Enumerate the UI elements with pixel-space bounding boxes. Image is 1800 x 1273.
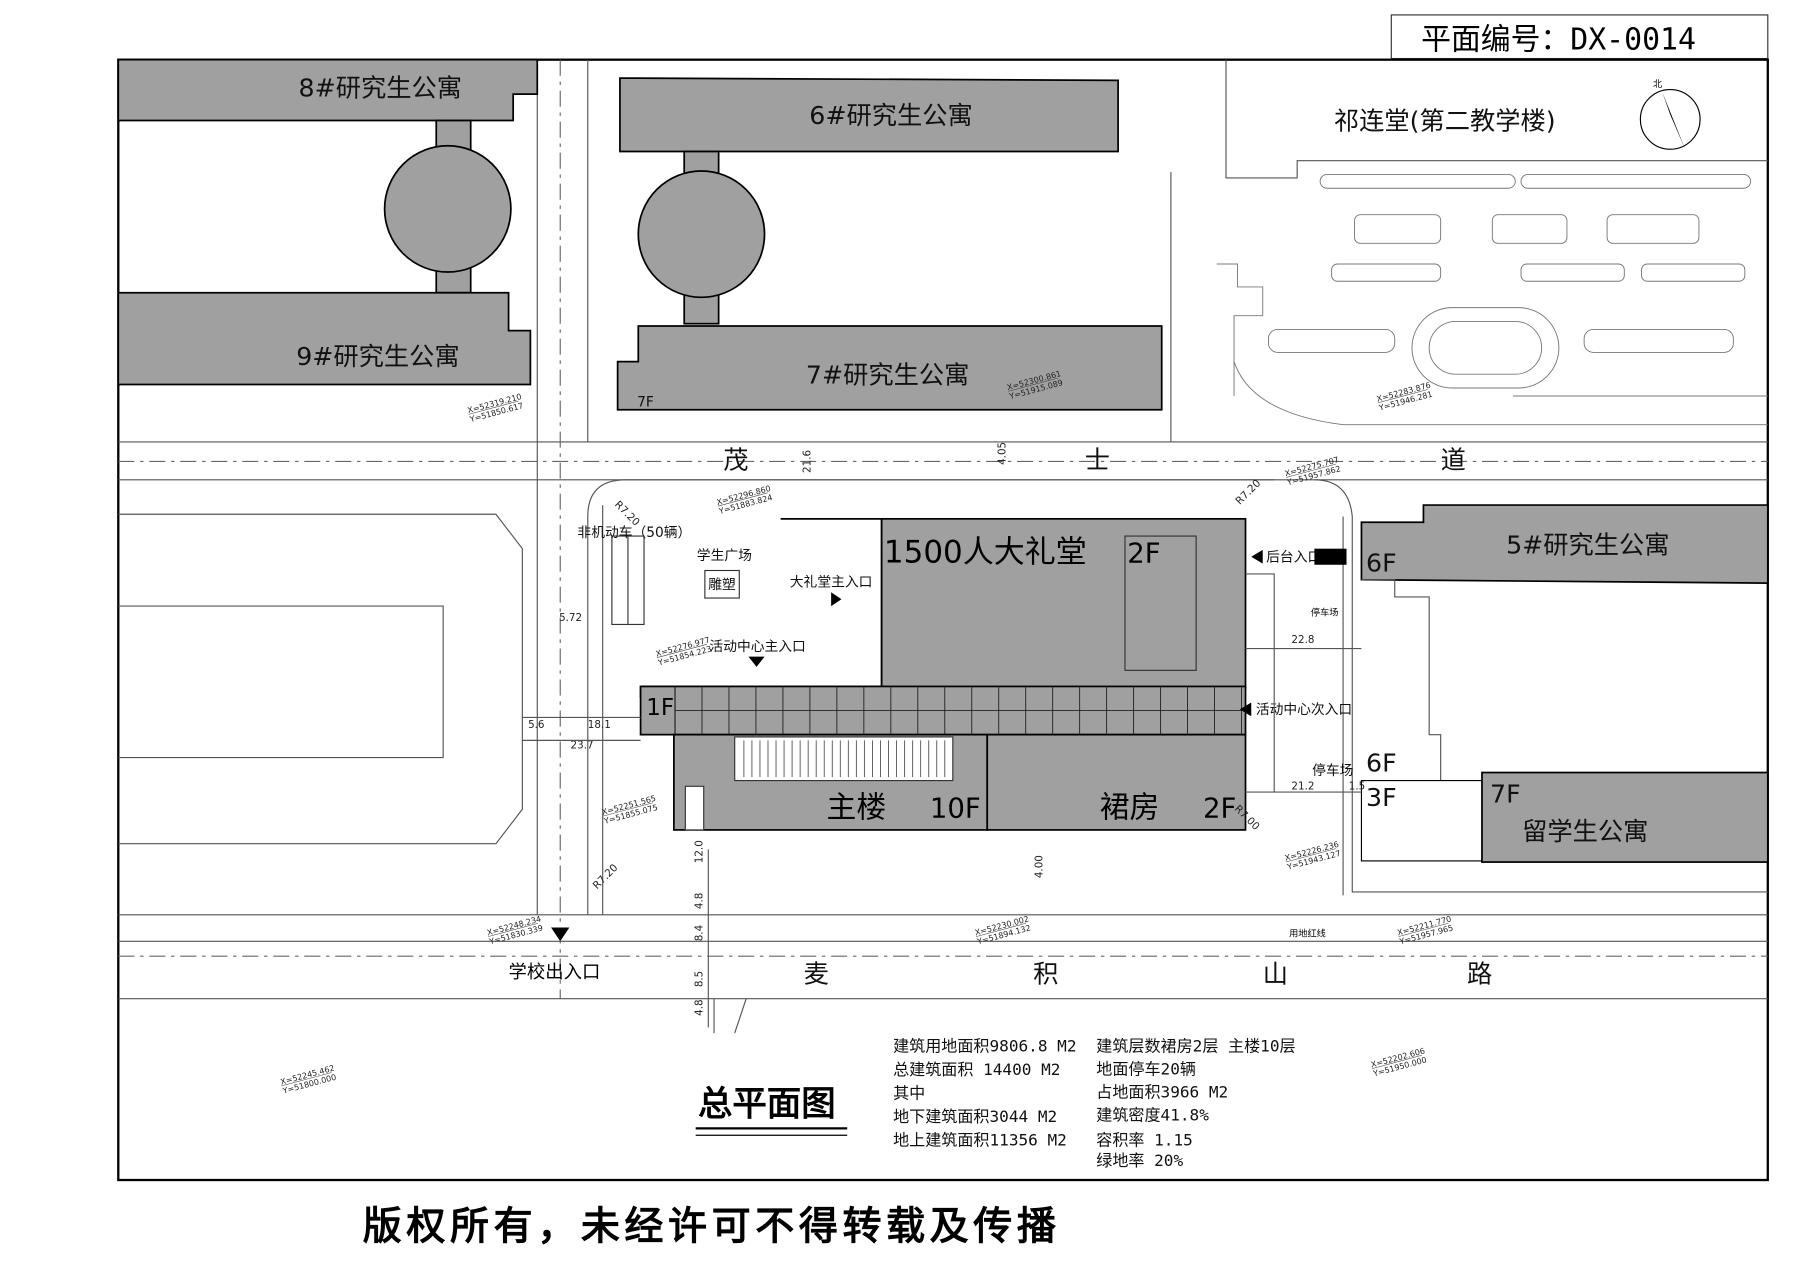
- qilian-building: [1225, 59, 1768, 179]
- center-side-arrow-icon: [1239, 702, 1252, 717]
- atrium-skylight: [734, 736, 954, 782]
- bike-label: 非机动车（50辆）: [577, 524, 691, 541]
- center-entry-arrow-icon: [748, 656, 765, 667]
- stat-line: 绿地率 20%: [1096, 1151, 1183, 1170]
- school-gate-label: 学校出入口: [509, 962, 601, 983]
- auditorium: [880, 517, 1247, 690]
- east-floors-3f: 3F: [1366, 783, 1397, 812]
- stat-line: 其中: [893, 1084, 925, 1103]
- svg-text:4.00: 4.00: [1033, 855, 1045, 878]
- sculpture-box: [704, 569, 740, 599]
- svg-text:8.4: 8.4: [694, 925, 706, 941]
- building-6: [619, 77, 1119, 153]
- stair: [684, 785, 705, 831]
- canopy-floors: 1F: [646, 695, 674, 721]
- svg-text:4.8: 4.8: [694, 893, 706, 909]
- back-entry-label: 后台入口: [1266, 549, 1321, 565]
- building-9: [117, 291, 532, 386]
- plaza-label: 学生广场: [697, 548, 752, 564]
- podium: [986, 733, 1247, 831]
- qilian-label: 祁连堂(第二教学楼): [1334, 107, 1556, 136]
- building-5-label: 5#研究生公寓: [1506, 530, 1669, 559]
- road-maoshi-2: 士: [1085, 445, 1110, 474]
- plan-number: 平面编号：DX-0014: [1421, 22, 1696, 57]
- stat-line: 地面停车20辆: [1096, 1059, 1196, 1078]
- canopy-grid: [639, 685, 1247, 736]
- podium-label: 裙房: [1100, 790, 1160, 825]
- stat-line: 建筑层数裙房2层 主楼10层: [1096, 1036, 1295, 1055]
- road-maoshi-3: 道: [1441, 445, 1466, 474]
- auditorium-label: 1500人大礼堂: [884, 534, 1087, 570]
- west-building-outline: [118, 513, 523, 845]
- round-hall-2: [637, 170, 766, 299]
- road-maiji-1: 麦: [804, 960, 829, 989]
- building-7-label: 7#研究生公寓: [806, 360, 969, 389]
- east-low-building: [1360, 779, 1483, 862]
- svg-text:4.05: 4.05: [997, 442, 1009, 465]
- svg-text:5.6: 5.6: [528, 719, 544, 731]
- road-maiji-4: 路: [1467, 960, 1492, 989]
- school-gate-arrow-icon: [551, 927, 570, 942]
- svg-text:8.5: 8.5: [694, 971, 706, 987]
- east-building-outline: [1361, 579, 1442, 782]
- road-maiji-2: 积: [1033, 960, 1058, 989]
- intl-floors: 7F: [1490, 779, 1521, 808]
- back-entry-arrow-icon: [1251, 549, 1263, 564]
- stat-line: 地下建筑面积3044 M2: [893, 1107, 1057, 1126]
- redline-label: 用地红线: [1289, 928, 1326, 940]
- svg-text:12.0: 12.0: [694, 840, 706, 863]
- stat-line: 容积率 1.15: [1096, 1131, 1193, 1150]
- podium-floors: 2F: [1203, 792, 1236, 824]
- road-maoshi-1: 茂: [723, 445, 748, 474]
- auditorium-floors: 2F: [1127, 537, 1160, 569]
- back-entry-gate: [1314, 548, 1347, 565]
- stats-left: 建筑用地面积9806.8 M2 总建筑面积 14400 M2 其中地下建筑面积30…: [893, 1036, 1076, 1149]
- center-side-label: 活动中心次入口: [1256, 702, 1352, 718]
- building-7: [616, 325, 1163, 411]
- parking-label-small: 停车场: [1311, 606, 1339, 618]
- main-tower-label: 主楼: [827, 790, 887, 825]
- svg-text:21.2: 21.2: [1291, 781, 1314, 793]
- parking-label: 停车场: [1312, 762, 1353, 779]
- round-hall-1: [383, 144, 512, 273]
- building-7-floors: 7F: [637, 394, 654, 410]
- svg-text:北: 北: [1653, 79, 1662, 90]
- building-9-label: 9#研究生公寓: [296, 342, 459, 371]
- stat-line: 建筑用地面积9806.8 M2: [893, 1036, 1076, 1055]
- svg-text:22.8: 22.8: [1291, 634, 1314, 646]
- east-floors-6f: 6F: [1366, 748, 1397, 777]
- building-5-floors: 6F: [1366, 549, 1397, 578]
- stat-line: 占地面积3966 M2: [1096, 1082, 1228, 1101]
- stat-line: 总建筑面积 14400 M2: [893, 1060, 1060, 1079]
- stage: [1124, 535, 1197, 671]
- svg-text:23.7: 23.7: [571, 739, 594, 751]
- svg-text:18.1: 18.1: [588, 719, 611, 731]
- main-tower-floors: 10F: [930, 792, 981, 824]
- campus-landscape: [1216, 174, 1768, 426]
- svg-text:21.6: 21.6: [801, 450, 813, 473]
- stat-line: 地上建筑面积11356 M2: [893, 1131, 1067, 1150]
- stat-line: 建筑密度41.8%: [1096, 1105, 1209, 1124]
- drawing-title: 总平面图: [698, 1085, 836, 1125]
- intl-label: 留学生公寓: [1522, 817, 1648, 846]
- svg-text:4.8: 4.8: [694, 999, 706, 1015]
- building-8: [117, 58, 539, 122]
- building-6-label: 6#研究生公寓: [809, 101, 972, 130]
- plan-number-box: [1390, 14, 1769, 60]
- road-maiji-3: 山: [1263, 960, 1288, 989]
- intl-student-apartment: [1481, 771, 1769, 863]
- aud-entry-label: 大礼堂主入口: [790, 575, 873, 591]
- svg-text:5.72: 5.72: [559, 612, 582, 624]
- aud-entry-arrow-icon: [831, 592, 842, 607]
- roads: [118, 59, 1768, 1034]
- atrium-lines: [743, 740, 946, 778]
- svg-text:1.5: 1.5: [1349, 781, 1365, 793]
- copyright-notice: 版权所有，未经许可不得转载及传播: [363, 1205, 1061, 1250]
- building-8-label: 8#研究生公寓: [299, 73, 462, 102]
- sculpture-label: 雕塑: [708, 577, 736, 593]
- center-entry-label: 活动中心主入口: [709, 639, 805, 655]
